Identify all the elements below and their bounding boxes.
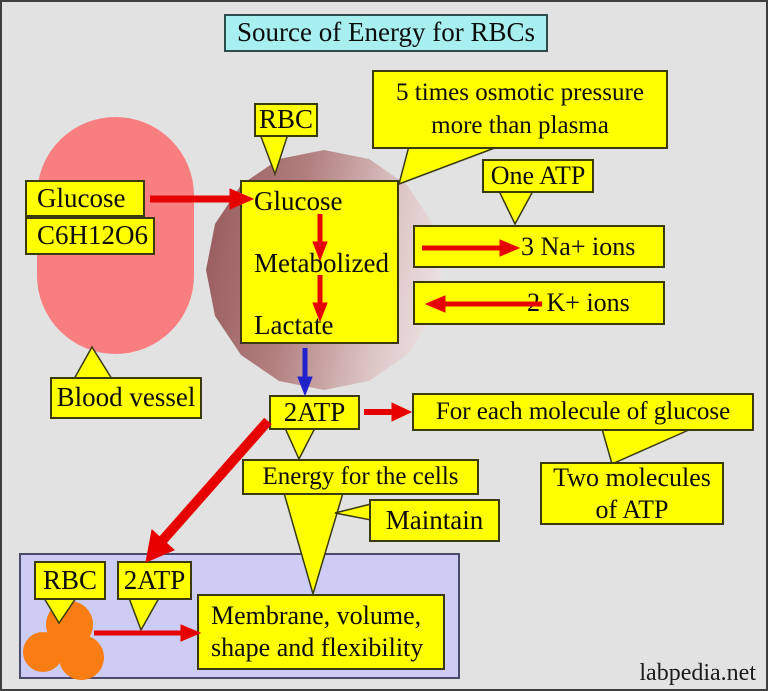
one-atp-callout: One ATP bbox=[482, 159, 594, 193]
one-atp-pointer bbox=[497, 190, 535, 226]
maintain-callout: Maintain bbox=[369, 499, 500, 542]
potassium-ions-box: 2 K+ ions bbox=[413, 281, 665, 325]
atp2-callout: 2ATP bbox=[269, 395, 360, 430]
blood-vessel-callout: Blood vessel bbox=[50, 377, 202, 419]
glucose-formula-label: C6H12O6 bbox=[25, 217, 155, 255]
potassium-ions-label: 2 K+ ions bbox=[527, 288, 630, 318]
step-lactate: Lactate bbox=[254, 310, 334, 340]
step-glucose: Glucose bbox=[254, 186, 343, 216]
glycolysis-box: Glucose Metabolized Lactate bbox=[240, 180, 399, 344]
sodium-ions-box: 3 Na+ ions bbox=[413, 225, 665, 268]
atp2-pointer bbox=[283, 427, 317, 461]
per-glucose-note: For each molecule of glucose bbox=[412, 393, 754, 431]
rbc-cell-icon bbox=[23, 632, 63, 672]
glucose-source-label: Glucose bbox=[25, 180, 145, 217]
rbc-callout: RBC bbox=[254, 103, 318, 137]
page-title: Source of Energy for RBCs bbox=[224, 14, 548, 52]
arrow-atp-to-for-each bbox=[364, 402, 413, 422]
for-each-pointer bbox=[601, 428, 692, 466]
energy-note: Energy for the cells bbox=[242, 459, 479, 495]
watermark: labpedia.net bbox=[639, 660, 756, 686]
membrane-note: Membrane, volume, shape and flexibility bbox=[197, 594, 445, 670]
rbc-cell-icon bbox=[59, 635, 104, 680]
osmotic-pressure-note: 5 times osmotic pressure more than plasm… bbox=[372, 70, 668, 149]
step-metabolized: Metabolized bbox=[254, 248, 389, 278]
atp-yield-note: Two molecules of ATP bbox=[540, 462, 724, 525]
atp2-bottom-callout: 2ATP bbox=[117, 561, 192, 600]
sodium-ions-label: 3 Na+ ions bbox=[521, 231, 636, 261]
rbc-bottom-callout: RBC bbox=[34, 561, 106, 600]
maintain-pointer bbox=[334, 503, 372, 521]
